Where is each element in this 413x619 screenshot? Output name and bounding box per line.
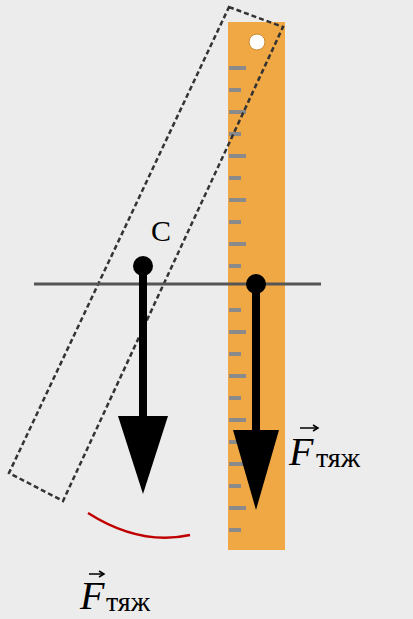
center-of-mass-dot (246, 274, 266, 294)
gravity-arrow-head (118, 416, 168, 494)
force-symbol: F (80, 576, 104, 616)
tilted-ruler-outline (9, 7, 283, 501)
force-subscript: тяж (106, 588, 150, 616)
ruler (228, 22, 285, 550)
vector-sign (300, 425, 318, 431)
swing-arc (88, 513, 190, 538)
gravity-arrow-shaft (139, 266, 147, 420)
center-of-mass-dot (133, 256, 153, 276)
gravity-arrow-shaft (252, 284, 260, 436)
force-subscript: тяж (316, 444, 360, 472)
force-symbol: F (289, 432, 313, 472)
gravity-arrow-head (233, 430, 279, 510)
reference-line (34, 283, 321, 286)
ruler-hole (249, 34, 265, 50)
point-label: C (151, 216, 171, 246)
